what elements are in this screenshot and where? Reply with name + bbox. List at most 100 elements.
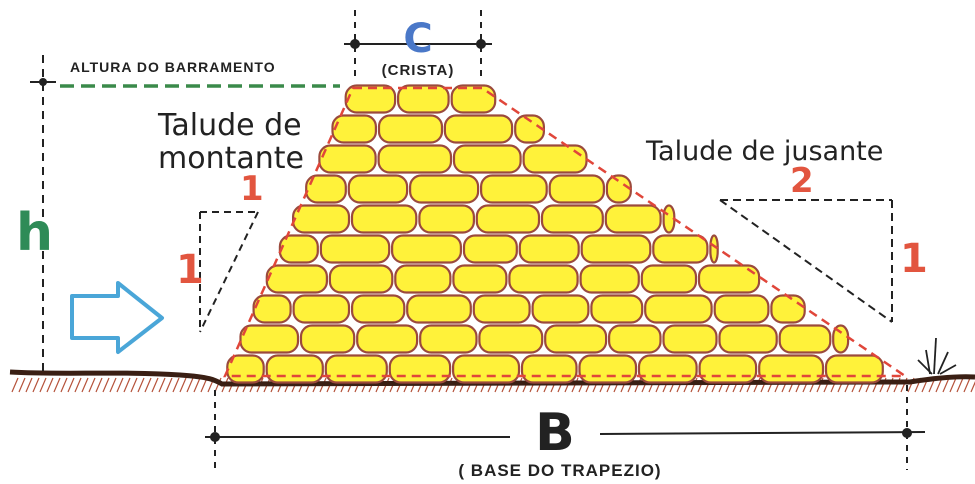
ground-hatch-mark — [102, 377, 110, 393]
stone-block — [478, 324, 544, 354]
stone-block — [544, 324, 608, 354]
ground-hatch-mark — [151, 377, 159, 393]
crest-letter: C — [403, 16, 432, 62]
stone-block — [299, 324, 356, 354]
ground-hatch-mark — [39, 377, 47, 393]
ground-hatch-mark — [74, 377, 82, 393]
stone-block — [344, 84, 397, 114]
stone-block — [452, 354, 521, 384]
stone-block — [637, 354, 698, 384]
stone-block — [518, 234, 580, 264]
stone-block — [508, 264, 579, 294]
stone-block — [419, 324, 478, 354]
stone-block — [640, 264, 698, 294]
stone-block — [698, 354, 758, 384]
stone-block — [356, 324, 419, 354]
upstream-ratio-vertical: 1 — [176, 247, 204, 293]
stone-block — [397, 84, 450, 114]
downstream-ratio-horizontal: 2 — [790, 161, 814, 201]
ground-hatch-mark — [949, 377, 957, 393]
ground-hatch-mark — [25, 377, 33, 393]
stone-block — [462, 234, 518, 264]
stone-block — [278, 234, 319, 264]
base-dimension — [205, 385, 926, 470]
dam-height-caption: ALTURA DO BARRAMENTO — [70, 59, 276, 75]
stone-block — [265, 264, 328, 294]
stone-block — [578, 354, 638, 384]
trapezoid-outline — [223, 86, 910, 378]
stone-block — [604, 204, 662, 234]
ground-hatch-mark — [963, 377, 971, 393]
ground-hatch-mark — [95, 377, 103, 393]
upstream-slope-label-line2: montante — [158, 141, 304, 176]
stone-block — [318, 144, 377, 174]
grass-tuft-icon — [917, 337, 957, 375]
stone-block — [452, 264, 508, 294]
ground-hatch-mark — [165, 377, 173, 393]
ground-hatch-mark — [186, 377, 194, 393]
stone-block — [758, 354, 825, 384]
stone-block — [652, 234, 709, 264]
ground-hatch-mark — [32, 377, 40, 393]
water-flow-arrow-icon — [70, 281, 164, 354]
stone-block — [265, 354, 324, 384]
stone-block — [472, 294, 531, 324]
ground-hatch-mark — [11, 377, 19, 393]
stone-block — [394, 264, 452, 294]
ground-hatch-mark — [137, 377, 145, 393]
stone-block — [443, 114, 514, 144]
ground-hatch-mark — [970, 381, 975, 393]
crest-caption: (CRISTA) — [382, 62, 455, 79]
stone-block — [305, 174, 347, 204]
stone-block — [778, 324, 832, 354]
ground-hatch-mark — [193, 377, 201, 393]
stone-block — [709, 234, 719, 264]
stone-block — [475, 204, 541, 234]
stone-block — [770, 294, 806, 324]
stone-block — [377, 114, 444, 144]
stone-block — [252, 294, 292, 324]
ground-hatch-mark — [956, 377, 964, 393]
ground-hatch-mark — [46, 377, 54, 393]
stone-block — [718, 324, 778, 354]
stone-block — [824, 354, 884, 384]
ground-hatch-mark — [144, 377, 152, 393]
stone-block — [406, 294, 472, 324]
ground-hatch-mark — [109, 377, 117, 393]
ground-hatch-mark — [67, 377, 75, 393]
upstream-slope-ratio-triangle — [199, 211, 259, 333]
stone-block — [450, 84, 497, 114]
stone-block — [531, 294, 590, 324]
stone-block — [697, 264, 761, 294]
stone-block — [351, 294, 406, 324]
stone-block — [319, 234, 391, 264]
stone-block — [239, 324, 300, 354]
stone-block — [391, 234, 463, 264]
stone-block — [324, 354, 388, 384]
ground-hatch-mark — [18, 377, 26, 393]
stone-block — [579, 264, 640, 294]
crest-dimension — [344, 10, 492, 78]
stone-block — [328, 264, 394, 294]
height-dimension — [30, 55, 340, 372]
stone-block — [607, 324, 662, 354]
stone-block — [409, 174, 480, 204]
stone-block — [548, 174, 606, 204]
stone-block — [832, 324, 850, 354]
dam-stone-body — [226, 84, 884, 384]
stone-block — [452, 144, 522, 174]
ground-hatch-mark — [130, 377, 138, 393]
stone-block — [388, 354, 452, 384]
ground-hatch-mark — [942, 377, 950, 393]
stone-block — [580, 234, 652, 264]
stone-block — [644, 294, 713, 324]
base-caption: ( BASE DO TRAPEZIO) — [458, 461, 661, 480]
stone-block — [377, 144, 453, 174]
downstream-ratio-vertical: 1 — [900, 236, 928, 282]
stone-block — [331, 114, 378, 144]
height-letter: h — [16, 203, 53, 263]
stone-block — [713, 294, 770, 324]
ground-hatch-mark — [116, 377, 124, 393]
